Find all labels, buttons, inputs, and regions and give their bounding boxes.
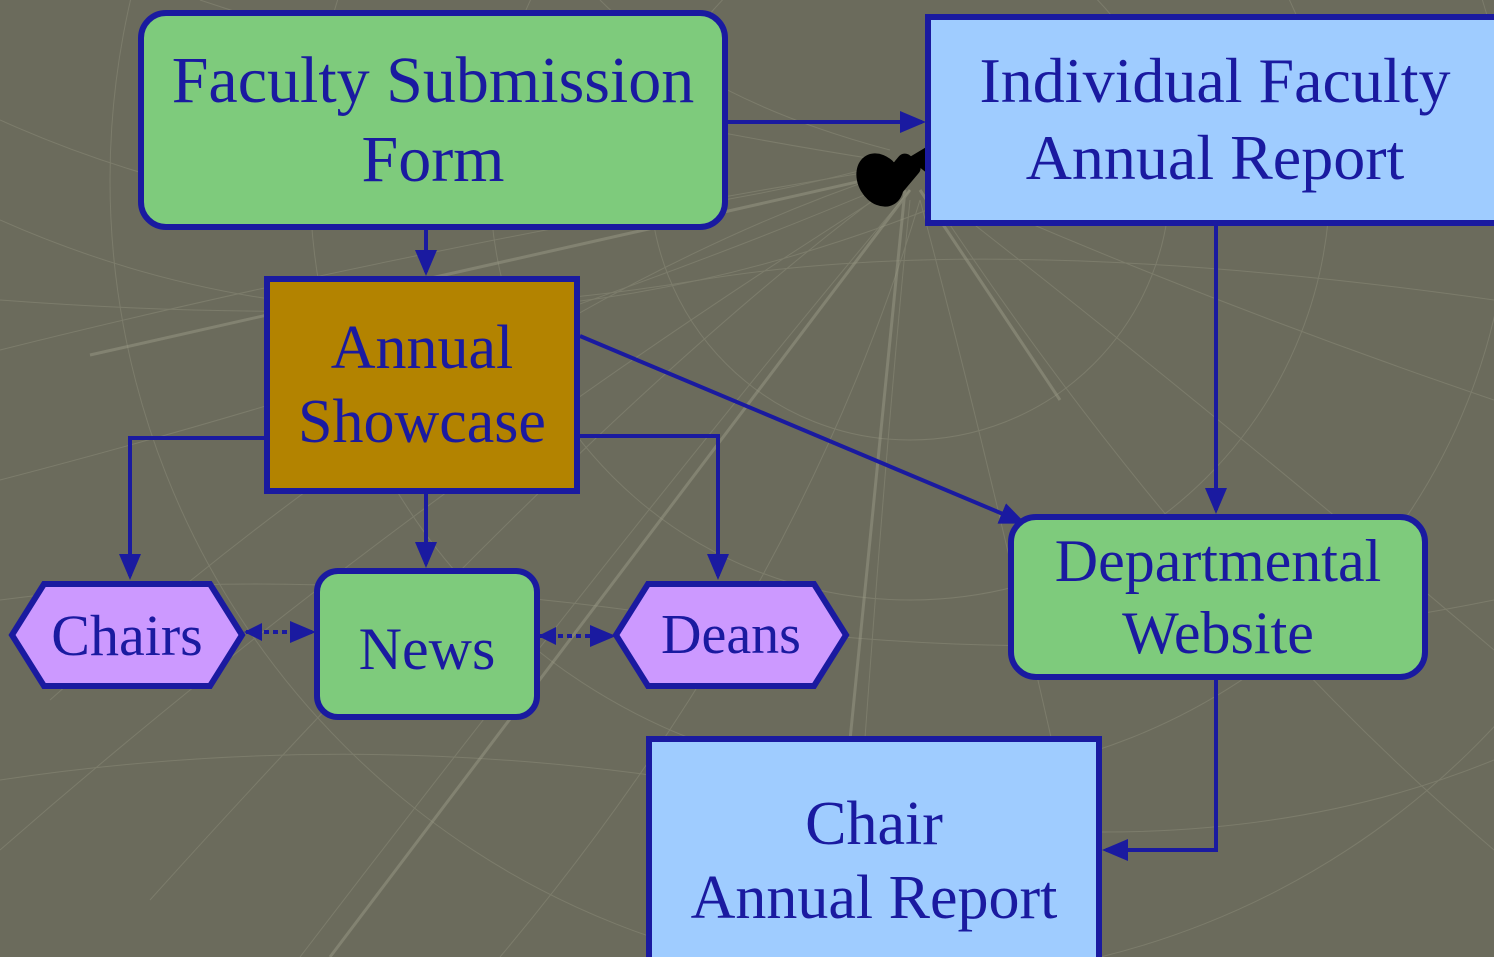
node-chairs: Chairs	[8, 580, 246, 690]
node-deans: Deans	[612, 580, 850, 690]
node-chair-annual-report: Chair Annual Report	[646, 736, 1102, 957]
hexagon-shape	[8, 581, 246, 689]
node-chairs-label: Chairs	[51, 602, 203, 668]
node-annual-showcase-label: Annual Showcase	[298, 313, 546, 456]
node-annual-showcase: Annual Showcase	[264, 276, 580, 494]
node-faculty-submission-label: Faculty Submission Form	[171, 43, 695, 196]
node-faculty-submission-form: Faculty Submission Form	[138, 10, 728, 230]
edge-showcase-to-chairs	[119, 436, 264, 580]
node-chair-report-label: Chair Annual Report	[690, 789, 1058, 932]
node-news: News	[314, 568, 540, 720]
hexagon-shape	[612, 581, 850, 689]
pushpin-icon	[856, 146, 928, 207]
node-individual-faculty-annual-report: Individual Faculty Annual Report	[925, 14, 1494, 226]
edge-website-to-chair-report	[1102, 680, 1218, 861]
edge-showcase-to-deans	[580, 434, 729, 580]
node-news-label: News	[358, 616, 496, 682]
node-departmental-website: Departmental Website	[1008, 514, 1428, 680]
node-deans-label: Deans	[661, 604, 801, 666]
edge-showcase-to-website	[579, 334, 1026, 524]
node-individual-report-label: Individual Faculty Annual Report	[979, 45, 1451, 193]
node-departmental-website-label: Departmental Website	[1054, 528, 1382, 666]
